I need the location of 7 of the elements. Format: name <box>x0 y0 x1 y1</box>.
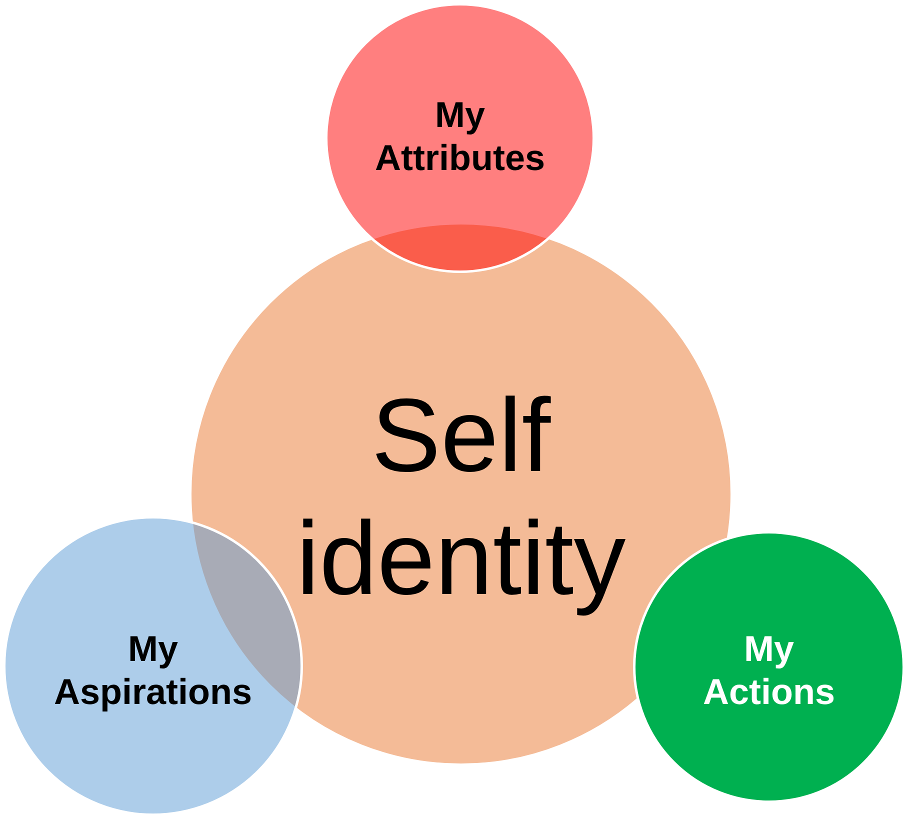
topic-circle <box>633 531 905 803</box>
center-title: Self identity <box>296 377 626 619</box>
circle-label: My Aspirations <box>54 626 252 714</box>
circle-label: My Actions <box>703 626 835 714</box>
topic-circle <box>3 516 303 816</box>
topic-circle <box>325 3 595 273</box>
circle-label: My Attributes <box>375 92 545 180</box>
